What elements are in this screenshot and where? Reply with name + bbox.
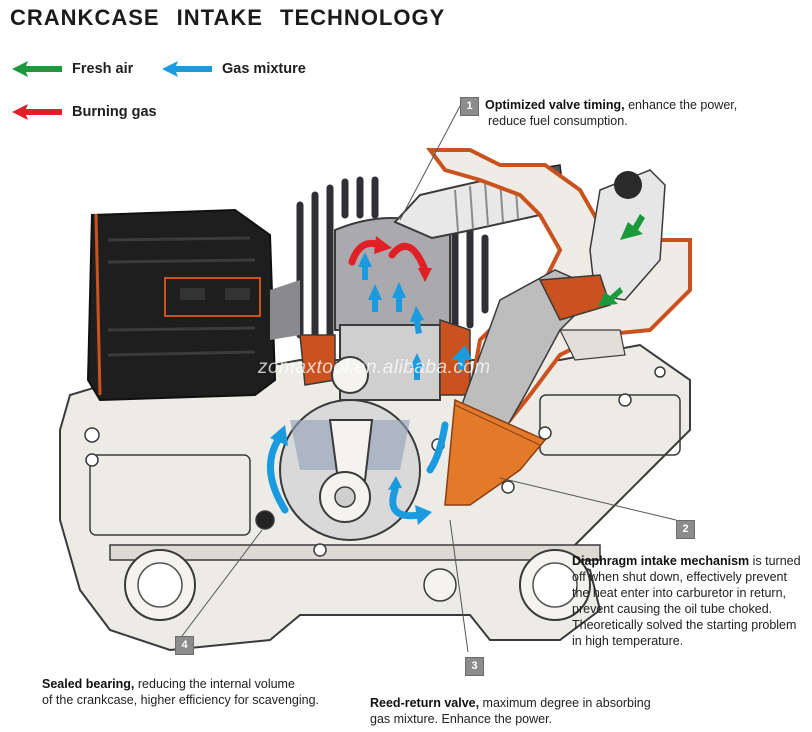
callout-lead: Reed-return valve, <box>370 696 480 710</box>
callout-note-4: Sealed bearing, reducing the internal vo… <box>42 676 352 708</box>
green-arrow-icon <box>12 61 62 77</box>
legend-label: Gas mixture <box>222 61 306 77</box>
callout-note-1: Optimized valve timing, enhance the powe… <box>485 97 765 129</box>
callout-lead: Sealed bearing, <box>42 677 135 691</box>
callout-text: maximum degree in absorbing <box>479 696 651 710</box>
callout-text: is turned <box>749 554 801 568</box>
callout-text: in high temperature. <box>572 634 684 648</box>
legend-label: Fresh air <box>72 61 134 77</box>
callout-text: of the crankcase, higher efficiency for … <box>42 693 320 707</box>
callout-text: gas mixture. Enhance the power. <box>370 712 553 726</box>
callout-text: the heat enter into carburetor in return… <box>572 586 787 600</box>
callout-text: reducing the internal volume <box>134 677 295 691</box>
callout-marker-2: 2 <box>676 520 695 539</box>
legend-fresh-air: Fresh air <box>12 61 133 77</box>
callout-text: prevent causing the oil tube choked. <box>572 602 773 616</box>
legend-gas-mixture: Gas mixture <box>162 61 306 77</box>
red-arrow-icon <box>12 104 62 120</box>
connecting-rod <box>328 419 374 481</box>
callout-text: enhance the power, <box>624 98 738 112</box>
callout-note-2: Diaphragm intake mechanism is turned off… <box>572 553 808 649</box>
legend-label: Burning gas <box>72 104 157 120</box>
watermark-text: zomaxtool.en.alibaba.com <box>258 357 491 378</box>
reed-valve <box>444 398 547 506</box>
callout-marker-3: 3 <box>465 657 484 676</box>
legend-burning-gas: Burning gas <box>12 104 157 120</box>
blue-arrow-icon <box>162 61 212 77</box>
callout-text: reduce fuel consumption. <box>488 114 628 128</box>
callout-marker-1: 1 <box>460 97 479 116</box>
callout-lead: Diaphragm intake mechanism <box>572 554 750 568</box>
page-title: CRANKCASE INTAKE TECHNOLOGY <box>10 5 446 30</box>
callout-lead: Optimized valve timing, <box>485 98 625 112</box>
callout-note-3: Reed-return valve, maximum degree in abs… <box>370 695 670 727</box>
callout-text: off when shut down, effectively prevent <box>572 570 787 584</box>
callout-text: Theoretically solved the starting proble… <box>572 618 797 632</box>
callout-marker-4: 4 <box>175 636 194 655</box>
